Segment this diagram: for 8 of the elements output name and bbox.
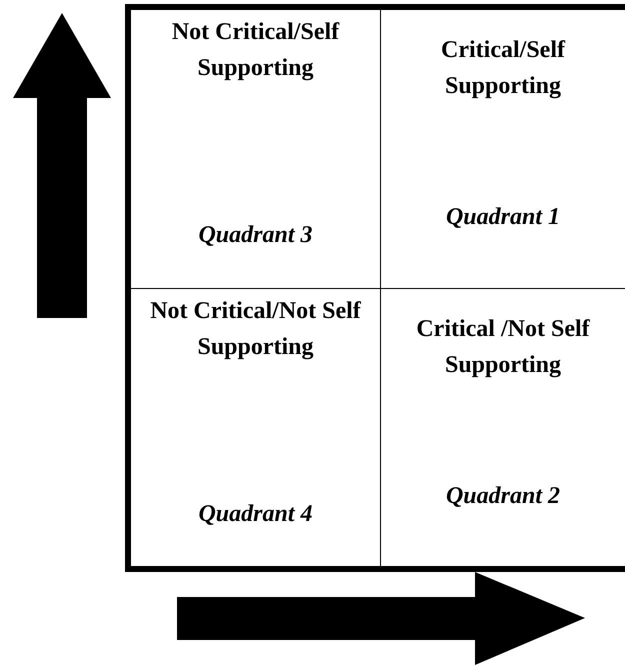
quadrant-heading: Not Critical/Self Supporting (170, 18, 340, 83)
quadrant-label: Quadrant 3 (198, 221, 313, 250)
quadrant-heading: Not Critical/Not Self Supporting (149, 297, 362, 362)
quadrant-label: Quadrant 2 (446, 482, 560, 511)
quadrant-heading: Critical/Self Supporting (440, 36, 566, 101)
quadrant-heading: Critical /Not Self Supporting (415, 315, 591, 380)
quadrant-label: Quadrant 1 (446, 203, 560, 232)
quadrant-label: Quadrant 4 (198, 500, 313, 529)
